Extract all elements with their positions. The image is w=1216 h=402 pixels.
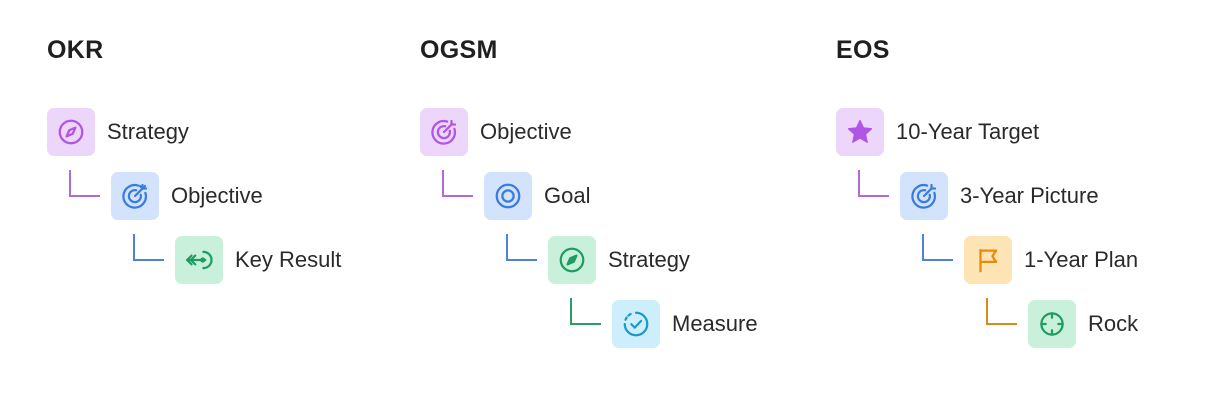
ogsm-item-label: Measure (672, 311, 758, 336)
target-arrow-icon (111, 172, 159, 220)
okr-item-label: Key Result (235, 247, 342, 272)
ogsm-title: OGSM (420, 36, 498, 64)
bullseye-icon (484, 172, 532, 220)
ogsm-item-objective: Objective (420, 108, 572, 156)
ogsm-item-strategy: Strategy (548, 236, 690, 284)
ogsm-item-label: Strategy (608, 247, 690, 272)
ogsm-item-goal: Goal (484, 172, 590, 220)
flag-icon (964, 236, 1012, 284)
tree-connector (858, 170, 889, 197)
compass-icon (47, 108, 95, 156)
okr-item-label: Strategy (107, 119, 189, 144)
okr-item-objective: Objective (111, 172, 263, 220)
tree-connector (570, 298, 601, 325)
ogsm-item-label: Objective (480, 119, 572, 144)
eos-item-rock: Rock (1028, 300, 1138, 348)
eos-item-3-year-picture: 3-Year Picture (900, 172, 1099, 220)
okr-item-label: Objective (171, 183, 263, 208)
check-circle-dashed-icon (612, 300, 660, 348)
tree-connector (986, 298, 1017, 325)
eos-item-label: 10-Year Target (896, 119, 1040, 144)
compass-icon (548, 236, 596, 284)
tree-connector (69, 170, 100, 197)
okr-title: OKR (47, 36, 104, 64)
eos-item-10-year-target: 10-Year Target (836, 108, 1039, 156)
okr-item-strategy: Strategy (47, 108, 189, 156)
star-icon (836, 108, 884, 156)
target-arrow-icon (420, 108, 468, 156)
target-arrow-icon (900, 172, 948, 220)
eos-item-1-year-plan: 1-Year Plan (964, 236, 1138, 284)
tree-connector (442, 170, 473, 197)
crosshair-icon (1028, 300, 1076, 348)
eos-item-label: 3-Year Picture (960, 183, 1099, 208)
eos-item-label: 1-Year Plan (1024, 247, 1139, 272)
okr-item-key-result: Key Result (175, 236, 341, 284)
eos-item-label: Rock (1088, 311, 1139, 336)
ogsm-item-measure: Measure (612, 300, 758, 348)
tree-connector (922, 234, 953, 261)
tree-connector (133, 234, 164, 261)
eos-title: EOS (836, 36, 890, 64)
ogsm-item-label: Goal (544, 183, 591, 208)
tree-connector (506, 234, 537, 261)
arrow-target-icon (175, 236, 223, 284)
